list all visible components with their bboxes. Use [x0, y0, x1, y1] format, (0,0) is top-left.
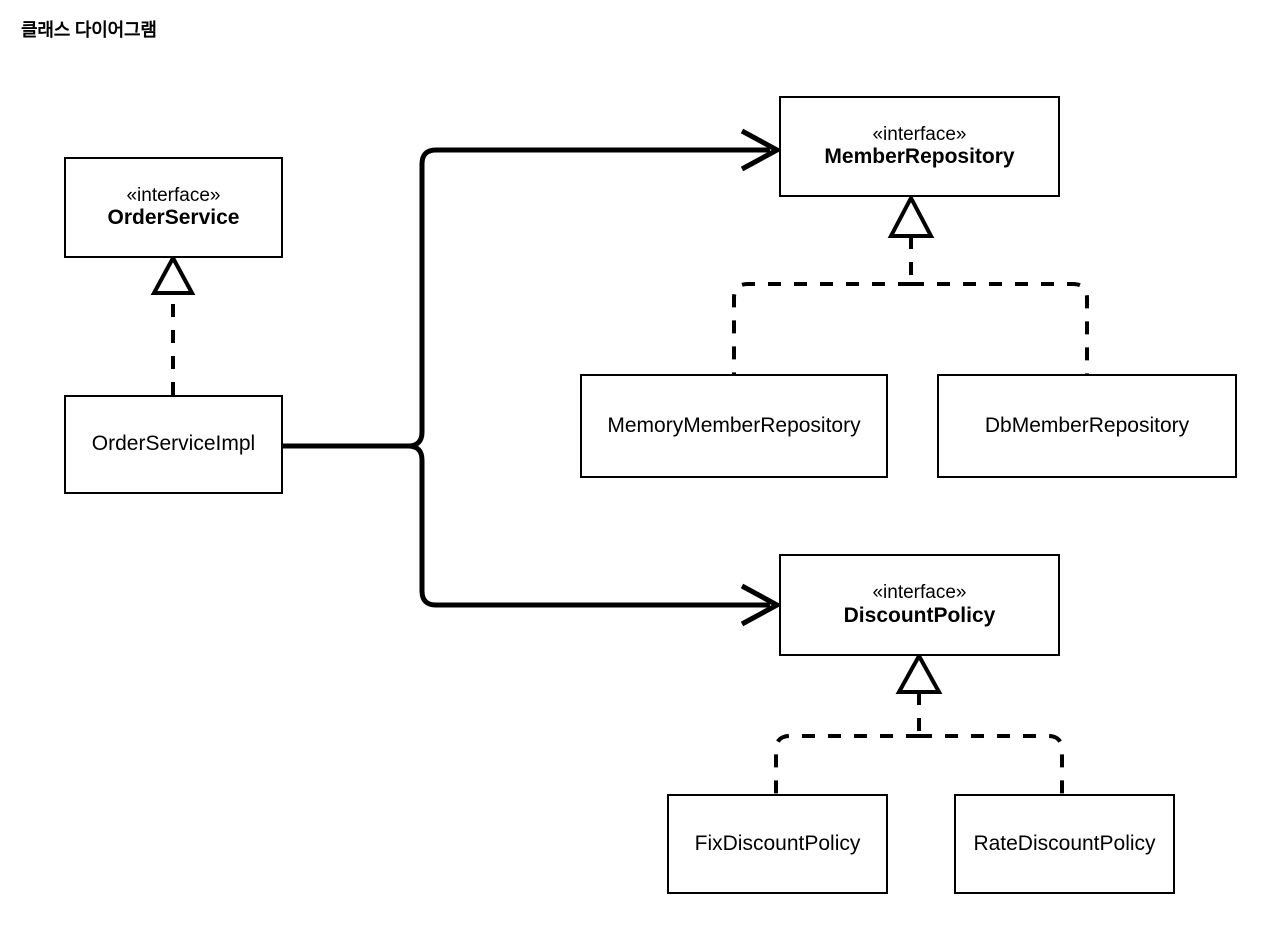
- class-box-db-member-repository[interactable]: DbMemberRepository: [937, 374, 1237, 478]
- stereotype-label: «interface»: [872, 582, 967, 603]
- type-name: DbMemberRepository: [984, 413, 1190, 437]
- edge-policies-realize-discount-policy: [774, 651, 1064, 794]
- class-box-order-service-impl[interactable]: OrderServiceImpl: [64, 395, 283, 494]
- edge-impl-realizes-order-service: [150, 253, 196, 395]
- class-box-order-service[interactable]: «interface» OrderService: [64, 157, 283, 258]
- class-box-memory-member-repository[interactable]: MemoryMemberRepository: [580, 374, 888, 478]
- type-name: MemberRepository: [824, 145, 1015, 169]
- class-box-discount-policy[interactable]: «interface» DiscountPolicy: [779, 554, 1060, 656]
- class-box-fix-discount-policy[interactable]: FixDiscountPolicy: [667, 794, 888, 894]
- edge-repos-realize-member-repository: [732, 193, 1089, 374]
- type-name: OrderService: [107, 206, 240, 230]
- class-box-member-repository[interactable]: «interface» MemberRepository: [779, 96, 1060, 197]
- type-name: OrderServiceImpl: [91, 432, 256, 456]
- type-name: RateDiscountPolicy: [973, 831, 1156, 855]
- page-title: 클래스 다이어그램: [21, 20, 157, 40]
- type-name: FixDiscountPolicy: [694, 831, 861, 855]
- stereotype-label: «interface»: [126, 184, 221, 206]
- stereotype-label: «interface»: [872, 123, 967, 145]
- edge-impl-to-discount-policy: [283, 443, 783, 627]
- class-box-rate-discount-policy[interactable]: RateDiscountPolicy: [954, 794, 1175, 894]
- type-name: DiscountPolicy: [843, 603, 996, 627]
- type-name: MemoryMemberRepository: [607, 413, 861, 437]
